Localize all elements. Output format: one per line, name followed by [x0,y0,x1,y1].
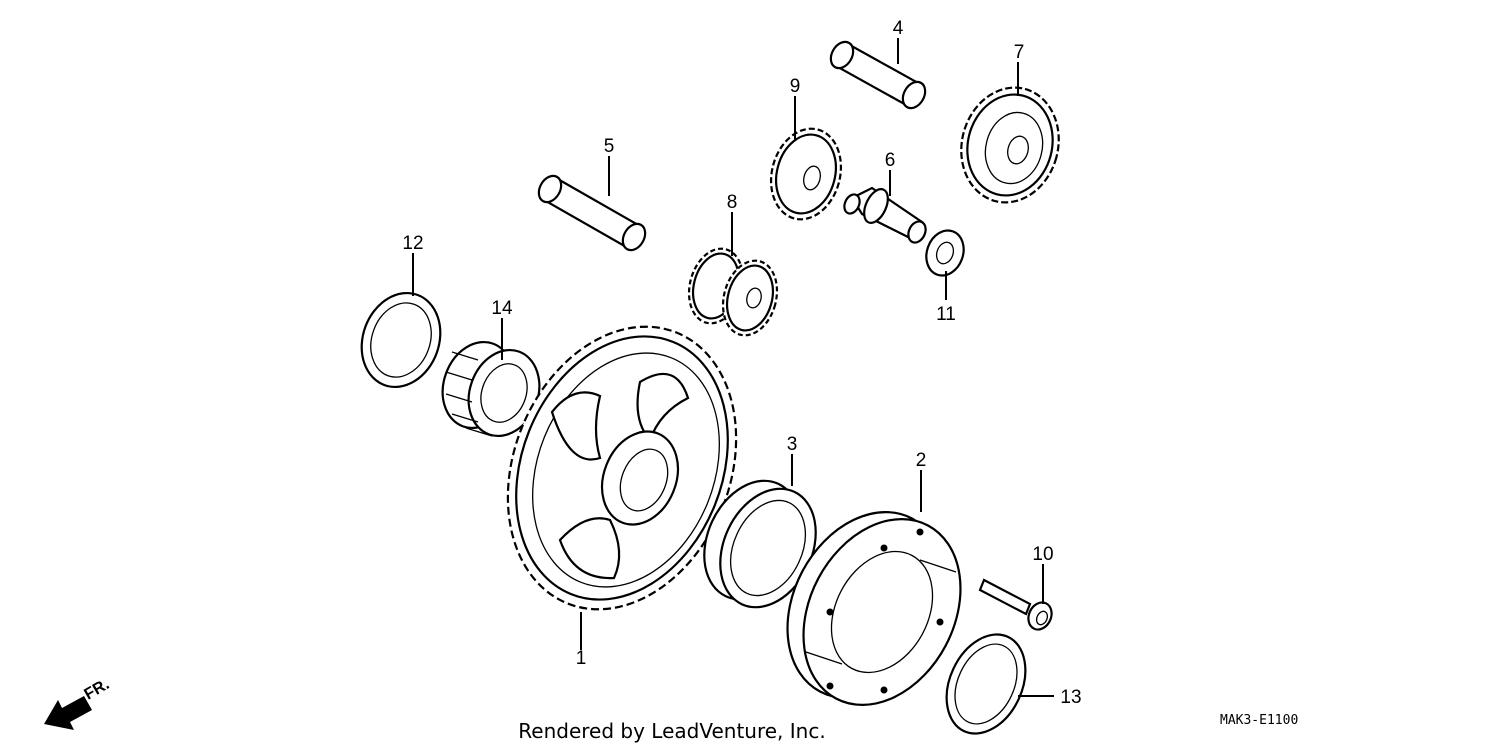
callout-13: 13 [1060,687,1081,708]
gear-9 [769,127,843,221]
callout-8: 8 [727,192,738,213]
callout-11: 11 [936,304,956,325]
bolt-10 [978,578,1053,631]
pin-5 [537,174,647,252]
leader-lines [412,38,1054,697]
callout-12: 12 [402,233,423,254]
render-credit: Rendered by LeadVenture, Inc. [518,719,825,743]
washer-11 [925,229,965,277]
callout-4: 4 [893,18,904,39]
washer-13 [945,633,1027,735]
callout-7: 7 [1014,42,1025,63]
callout-6: 6 [885,150,896,171]
shaft-6 [843,186,927,244]
callout-9: 9 [790,76,801,97]
clutch-outer-2 [786,511,962,706]
starter-driven-gear-1 [506,325,738,611]
callout-1: 1 [576,648,587,669]
gear-8 [687,247,779,337]
one-way-clutch-3 [703,479,817,609]
gear-7 [960,86,1060,204]
front-direction-arrow-icon [44,696,92,730]
callout-5: 5 [604,136,615,157]
callout-2: 2 [916,450,927,471]
pin-4 [829,40,927,110]
needle-bearing-14 [441,340,541,438]
front-direction-label: FR. [82,676,113,704]
callout-14: 14 [491,298,513,319]
washer-12 [360,291,442,389]
callout-10: 10 [1032,544,1053,565]
callout-3: 3 [787,434,798,455]
diagram-code: MAK3-E1100 [1220,713,1298,728]
